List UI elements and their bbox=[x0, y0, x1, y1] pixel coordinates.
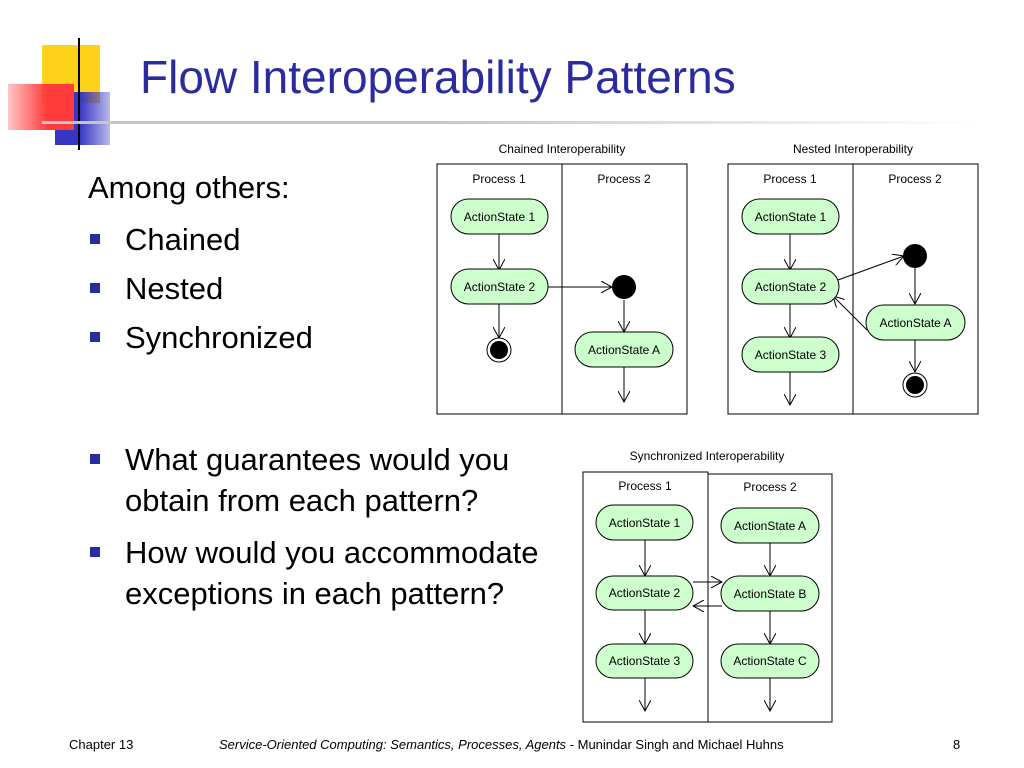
lane-process-2 bbox=[707, 473, 833, 723]
lane-label: Process 2 bbox=[888, 172, 942, 186]
flow-arrow bbox=[837, 256, 904, 281]
lane-label: Process 1 bbox=[763, 172, 817, 186]
flow-arrow bbox=[833, 296, 868, 331]
lane-process-2 bbox=[561, 163, 688, 415]
footer-citation: Service-Oriented Computing: Semantics, P… bbox=[219, 737, 784, 752]
bullet-square-icon bbox=[90, 454, 100, 464]
action-state: ActionState 1 bbox=[450, 198, 549, 235]
lane-label: Process 2 bbox=[743, 480, 797, 494]
action-state-label: ActionState C bbox=[733, 654, 807, 668]
bullet-square-icon bbox=[90, 332, 100, 342]
action-state-label: ActionState A bbox=[879, 316, 951, 330]
action-state: ActionState 3 bbox=[741, 336, 840, 373]
bullet-text: Nested bbox=[125, 271, 224, 306]
footer-chapter: Chapter 13 bbox=[69, 737, 134, 752]
action-state-label: ActionState 2 bbox=[755, 280, 827, 294]
diagram-caption: Chained Interoperability bbox=[499, 142, 626, 156]
nested-diagram: Nested Interoperability Process 1 Proces… bbox=[727, 142, 979, 415]
action-state-label: ActionState 1 bbox=[755, 210, 827, 224]
initial-node-icon bbox=[903, 244, 927, 268]
action-state: ActionState A bbox=[865, 304, 966, 341]
action-state: ActionState A bbox=[720, 507, 820, 544]
footer-authors: - Munindar Singh and Michael Huhns bbox=[566, 737, 784, 752]
chained-diagram: Chained Interoperability Process 1 Proce… bbox=[436, 142, 688, 415]
final-node-icon bbox=[486, 337, 512, 363]
bullet-square-icon bbox=[90, 234, 100, 244]
action-state: ActionState 3 bbox=[595, 643, 694, 679]
action-state: ActionState 1 bbox=[595, 504, 694, 541]
lane-process-2 bbox=[852, 163, 979, 415]
synchronized-diagram: Synchronized Interoperability Process 1 … bbox=[582, 449, 833, 723]
action-state: ActionState B bbox=[720, 575, 820, 612]
footer-page-number: 8 bbox=[953, 737, 961, 752]
bullet-square-icon bbox=[90, 547, 100, 557]
diagram-caption: Synchronized Interoperability bbox=[630, 449, 785, 463]
action-state-label: ActionState 3 bbox=[609, 654, 681, 668]
slide-title: Flow Interoperability Patterns bbox=[140, 51, 736, 103]
initial-node-icon bbox=[612, 275, 636, 299]
lane-label: Process 1 bbox=[618, 479, 672, 493]
lane-label: Process 2 bbox=[597, 172, 651, 186]
slide-logo bbox=[0, 0, 140, 160]
action-state-label: ActionState A bbox=[734, 519, 806, 533]
action-state-label: ActionState 1 bbox=[464, 210, 536, 224]
action-state-label: ActionState 1 bbox=[609, 516, 681, 530]
logo-vertical-line bbox=[78, 38, 80, 150]
action-state-label: ActionState A bbox=[588, 343, 660, 357]
final-node-icon bbox=[902, 372, 928, 398]
lane-label: Process 1 bbox=[472, 172, 526, 186]
bullet-text: Synchronized bbox=[125, 320, 313, 355]
question-list: What guarantees would you obtain from ea… bbox=[88, 439, 568, 625]
pattern-list: Chained Nested Synchronized bbox=[88, 219, 313, 366]
action-state: ActionState C bbox=[720, 643, 820, 679]
bullet-square-icon bbox=[90, 283, 100, 293]
action-state-label: ActionState 2 bbox=[609, 586, 681, 600]
bullet-item: Nested bbox=[88, 268, 313, 309]
bullet-item: Synchronized bbox=[88, 317, 313, 358]
action-state: ActionState 2 bbox=[450, 268, 549, 305]
action-state-label: ActionState 3 bbox=[755, 348, 827, 362]
action-state: ActionState 1 bbox=[741, 198, 840, 235]
title-underline bbox=[42, 121, 982, 124]
bullet-text: What guarantees would you obtain from ea… bbox=[125, 442, 510, 518]
diagram-caption: Nested Interoperability bbox=[793, 142, 913, 156]
bullet-item: What guarantees would you obtain from ea… bbox=[88, 439, 568, 521]
action-state: ActionState 2 bbox=[595, 575, 694, 611]
footer-book-title: Service-Oriented Computing: Semantics, P… bbox=[219, 737, 567, 752]
action-state: ActionState 2 bbox=[741, 268, 840, 305]
action-state: ActionState A bbox=[574, 331, 674, 368]
bullet-item: How would you accommodate exceptions in … bbox=[88, 532, 568, 614]
bullet-text: How would you accommodate exceptions in … bbox=[125, 535, 539, 611]
bullet-text: Chained bbox=[125, 222, 241, 257]
action-state-label: ActionState B bbox=[734, 587, 807, 601]
intro-text: Among others: bbox=[88, 170, 290, 205]
action-state-label: ActionState 2 bbox=[464, 280, 536, 294]
bullet-item: Chained bbox=[88, 219, 313, 260]
